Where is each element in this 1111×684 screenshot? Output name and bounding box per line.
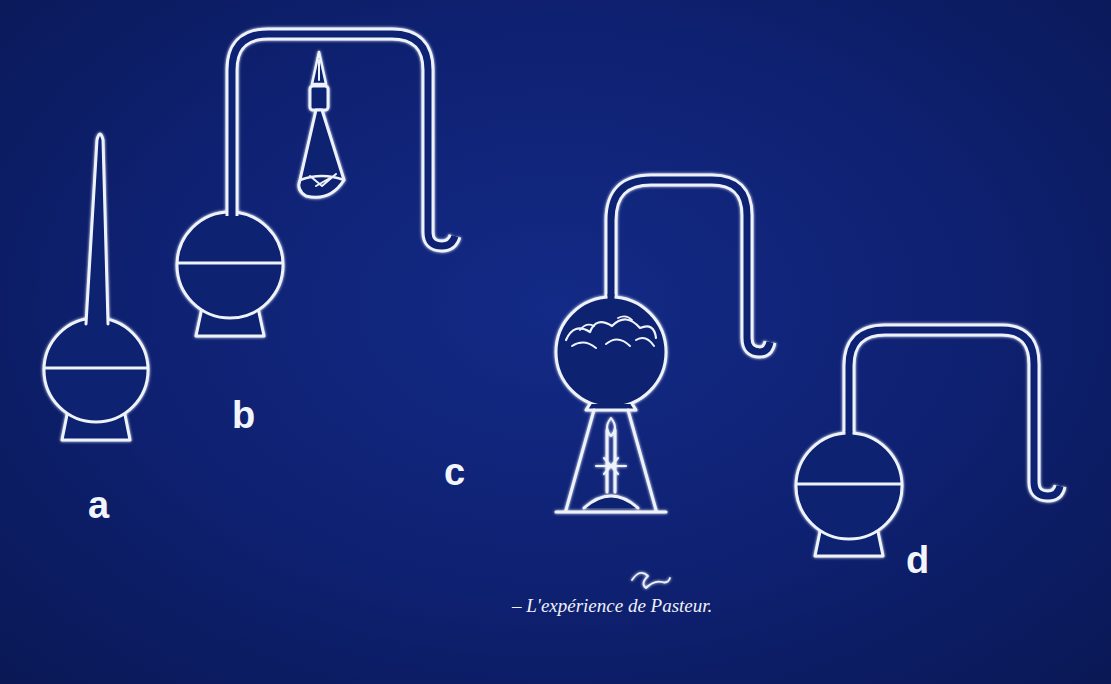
hand-mark [632, 573, 670, 588]
figure-caption: – L'expérience de Pasteur. [512, 596, 712, 617]
flask-c [556, 180, 770, 512]
flask-a [44, 134, 148, 440]
flask-letter: a [88, 486, 109, 524]
flask-letter: c [444, 453, 465, 491]
flask-letter: d [906, 541, 929, 579]
flask-letter: b [232, 396, 255, 434]
flask-d [796, 330, 1060, 556]
flask-b [177, 34, 455, 336]
